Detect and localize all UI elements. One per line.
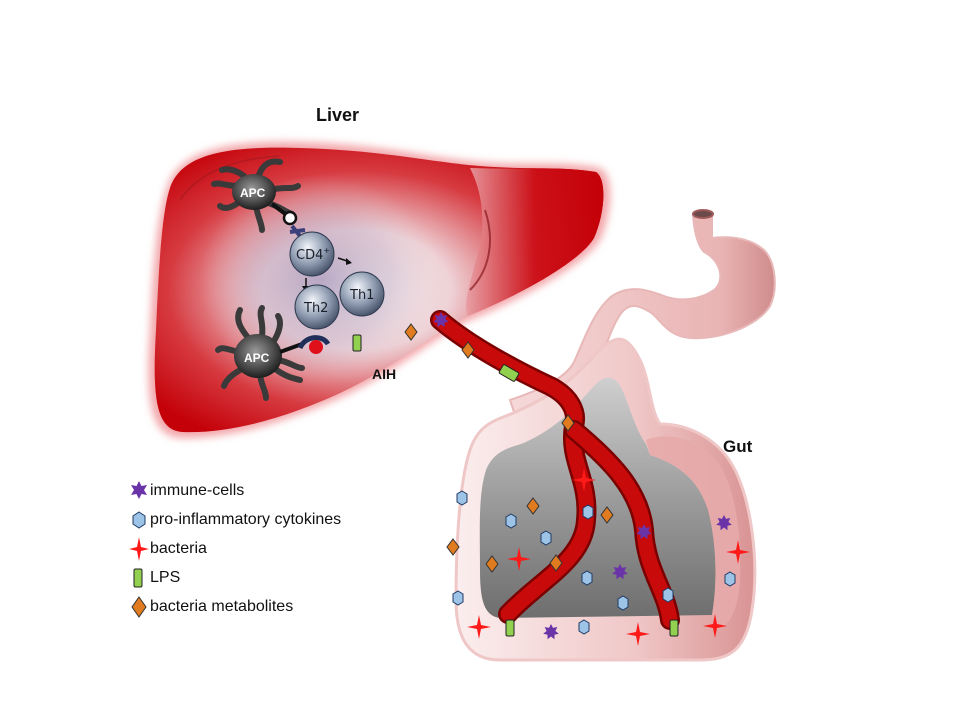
metabolite-icon <box>446 538 460 556</box>
lps-icon <box>505 619 515 637</box>
cytokine-icon <box>505 513 517 529</box>
apc-top-label: APC <box>240 186 266 200</box>
legend-item-immune-cells: immune-cells <box>128 476 341 505</box>
immune-cell-icon <box>716 515 732 531</box>
gut-label: Gut <box>723 437 753 456</box>
immune-cell-icon <box>612 564 628 580</box>
apc-bottom-label: APC <box>244 351 270 365</box>
cytokine-icon <box>724 571 736 587</box>
immune-cell-icon <box>543 624 559 640</box>
bacteria-icon <box>507 547 531 571</box>
metabolite-icon <box>561 414 575 432</box>
cytokine-icon <box>617 595 629 611</box>
svg-text:Th1: Th1 <box>349 288 374 303</box>
legend-item-lps: LPS <box>128 563 341 592</box>
aih-label: AIH <box>372 366 396 382</box>
metabolite-icon <box>485 555 499 573</box>
immune-cell-icon <box>636 524 652 540</box>
svg-text:CD4+: CD4+ <box>296 246 330 263</box>
cytokine-icon <box>452 590 464 606</box>
immune-cell-icon <box>433 312 449 328</box>
immune-cell-star-icon <box>131 480 147 499</box>
arrow-cd4-to-th1 <box>337 257 352 265</box>
metabolite-icon <box>461 341 475 359</box>
bacteria-star-icon <box>129 536 149 561</box>
cytokine-hexagon-icon <box>132 510 146 529</box>
th1-cell: Th1 <box>339 271 385 317</box>
cytokine-icon <box>662 587 674 603</box>
metabolite-icon <box>549 554 563 572</box>
lps-rect-icon <box>133 568 143 587</box>
bacteria-icon <box>726 540 750 564</box>
metabolite-icon <box>600 506 614 524</box>
legend: immune-cells pro-inflammatory cytokines … <box>128 476 341 621</box>
legend-item-bacteria: bacteria <box>128 534 341 563</box>
apc-cell-top: APC <box>211 158 306 238</box>
cytokine-icon <box>540 530 552 546</box>
cytokine-icon <box>581 570 593 586</box>
bacteria-icon <box>572 468 596 492</box>
cytokine-icon <box>456 490 468 506</box>
cytokine-icon <box>578 619 590 635</box>
lps-icon <box>669 619 679 637</box>
particles-layer <box>352 312 750 646</box>
cytokine-icon <box>582 504 594 520</box>
metabolite-icon <box>526 497 540 515</box>
bacteria-icon <box>703 614 727 638</box>
apc-cell-bottom: APC <box>215 305 331 401</box>
metabolite-icon <box>404 323 418 341</box>
cd4-t-cell: CD4+ <box>289 231 335 277</box>
bacteria-icon <box>626 622 650 646</box>
lps-icon <box>498 364 520 382</box>
bacteria-icon <box>467 615 491 639</box>
metabolite-diamond-icon <box>131 595 147 618</box>
legend-item-cytokines: pro-inflammatory cytokines <box>128 505 341 534</box>
liver-title: Liver <box>316 105 359 125</box>
svg-text:Th2: Th2 <box>303 301 328 316</box>
lps-icon <box>352 334 362 352</box>
th2-cell: Th2 <box>294 284 340 330</box>
legend-item-metabolites: bacteria metabolites <box>128 592 341 621</box>
